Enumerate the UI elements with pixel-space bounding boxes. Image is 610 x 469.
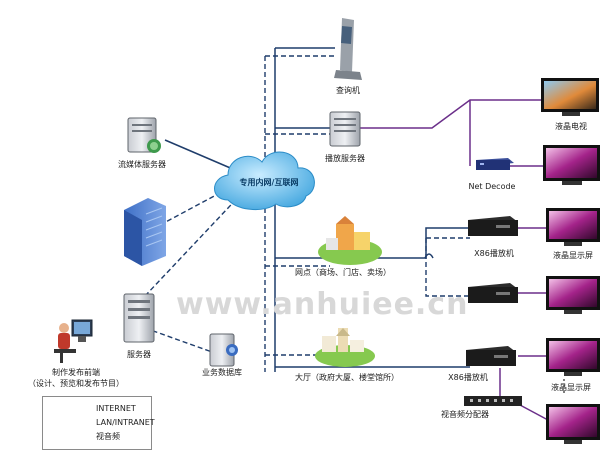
play-server-icon <box>329 111 361 147</box>
lcd-tv-screen <box>541 78 599 116</box>
lan-db-line <box>144 327 213 353</box>
lan-server-line <box>144 189 246 297</box>
streaming-server-icon <box>127 117 161 153</box>
cloud-label: 专用内网/互联网 <box>239 178 299 187</box>
lcd-screen-4 <box>546 404 600 444</box>
kiosk-label: 查询机 <box>336 86 360 95</box>
lobby-icon <box>315 328 375 367</box>
av-tv-line <box>360 99 545 129</box>
x86-player-box-3 <box>466 346 516 366</box>
internet-lines <box>164 47 470 372</box>
x86-player-box-1 <box>468 216 518 236</box>
database-icon <box>209 333 238 367</box>
x86-player-box-2 <box>468 283 518 303</box>
kiosk-icon <box>334 18 362 80</box>
net-decode-icon <box>476 158 514 170</box>
outlet-icon <box>318 216 382 265</box>
lcd-screen-1 <box>546 208 600 246</box>
legend <box>42 396 152 450</box>
watermark: www.anhuiee.cn <box>176 287 469 322</box>
lcd-tv-label: 液晶电视 <box>555 122 587 131</box>
av-splitter-label: 视音频分配器 <box>441 410 489 419</box>
lcd-screen-3 <box>546 338 600 376</box>
lcd-display-2-label: 液晶显示屏 <box>551 383 591 392</box>
building-icon <box>124 198 166 266</box>
workstation-label-line1: 制作发布前端 <box>52 368 100 377</box>
play-server-label: 播放服务器 <box>325 154 365 163</box>
av-splitter-icon <box>464 396 522 406</box>
outlet-label: 网点（商场、门店、卖场） <box>295 268 391 277</box>
legend-lan-label: LAN/INTRANET <box>96 418 155 427</box>
legend-av-label: 视音频 <box>96 432 120 441</box>
lan-lines <box>144 55 470 372</box>
lobby-label: 大厅（政府大厦、楼堂馆所） <box>295 373 399 382</box>
streaming-server-label: 流媒体服务器 <box>118 160 166 169</box>
workstation-icon <box>54 319 93 363</box>
lcd-display-1-label: 液晶显示屏 <box>553 251 593 260</box>
lcd-screen-net-decode <box>543 145 600 185</box>
server-icon <box>123 293 155 343</box>
server-label: 服务器 <box>127 350 151 359</box>
screen-ellipsis-dots <box>563 379 565 393</box>
av-splitter-screen-line <box>519 404 549 421</box>
cloud-icon <box>214 151 315 210</box>
x86-player-2-label: X86播放机 <box>448 373 488 382</box>
x86-player-1-label: X86播放机 <box>474 249 514 258</box>
av-lines <box>360 99 549 421</box>
lcd-screen-2 <box>546 276 600 314</box>
net-decode-label: Net Decode <box>468 182 516 191</box>
workstation-label-line2: （设计、预览和发布节目） <box>28 379 124 388</box>
legend-internet-label: INTERNET <box>96 404 136 413</box>
internet-streaming-line <box>164 139 236 171</box>
database-label: 业务数据库 <box>202 368 242 377</box>
internet-hop <box>424 253 434 259</box>
